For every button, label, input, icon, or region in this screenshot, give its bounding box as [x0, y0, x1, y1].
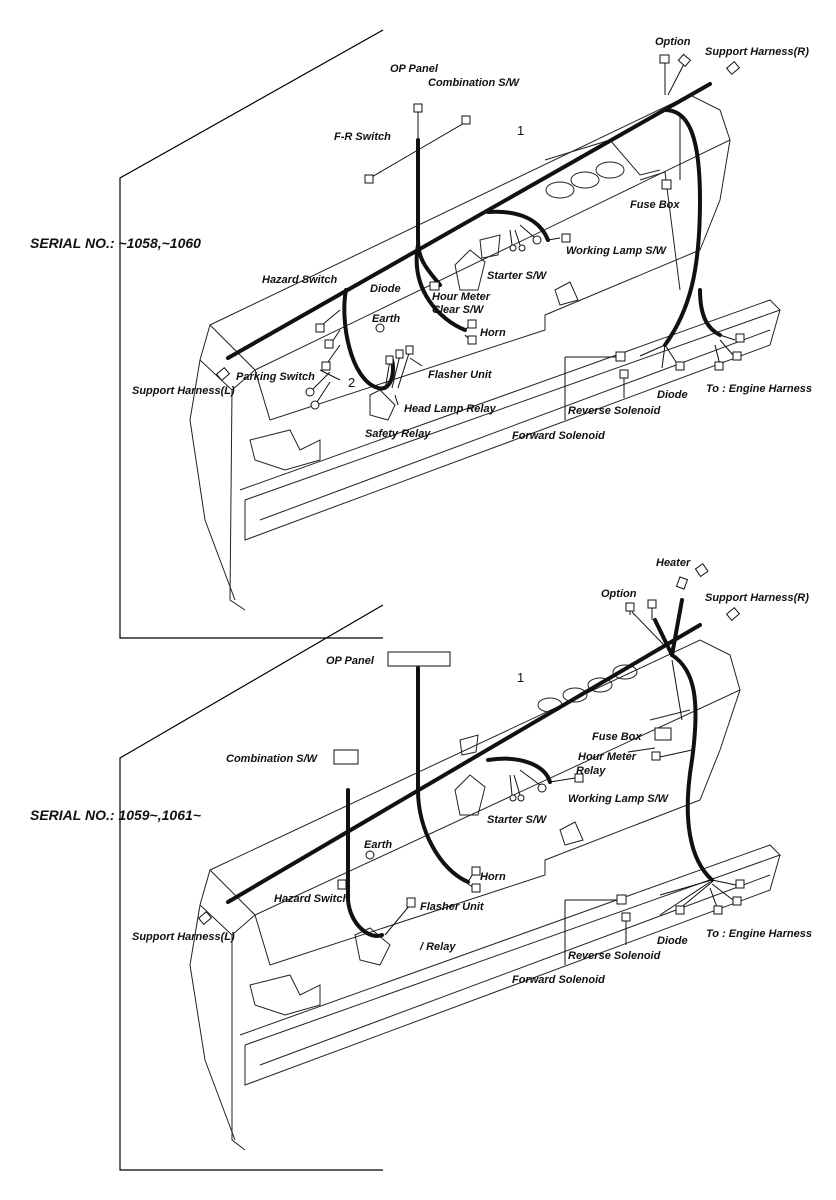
main-harness-bottom [226, 623, 702, 904]
label-relay-bottom: Relay [576, 765, 606, 777]
main-harness-top [226, 82, 712, 360]
label-fuse-box-top: Fuse Box [630, 199, 680, 211]
serial-number-top: SERIAL NO.: ~1058,~1060 [30, 235, 201, 251]
label-hazard-switch-top: Hazard Switch [262, 274, 337, 286]
label-head-lamp-relay-top: Head Lamp Relay [404, 403, 497, 415]
label-fuse-box-bottom: Fuse Box [592, 731, 642, 743]
label-diode-right-top: Diode [657, 389, 688, 401]
label-clear-sw-top: Clear S/W [432, 304, 485, 316]
dashboard-body-bottom [189, 639, 781, 1151]
label-horn-top: Horn [480, 327, 506, 339]
frame-top [119, 29, 384, 639]
label-support-harness-r-top: Support Harness(R) [705, 46, 809, 58]
label-horn-bottom: Horn [480, 871, 506, 883]
label-op-panel-bottom: OP Panel [326, 655, 375, 667]
label-working-lamp-sw-top: Working Lamp S/W [566, 245, 668, 257]
right-branch-top [663, 108, 702, 347]
frame-bottom [119, 604, 384, 1171]
label-flasher-relay-bottom: / Relay [419, 941, 456, 953]
label-earth-top: Earth [372, 313, 400, 325]
label-parking-switch-top: Parking Switch [236, 371, 315, 383]
connectors-bottom [197, 563, 745, 965]
label-flasher-unit-top: Flasher Unit [428, 369, 493, 381]
serial-number-bottom: SERIAL NO.: 1059~,1061~ [30, 807, 201, 823]
label-starter-sw-bottom: Starter S/W [487, 814, 548, 826]
label-hour-meter-top: Hour Meter [432, 291, 491, 303]
label-fr-switch-top: F-R Switch [334, 131, 391, 143]
label-hazard-switch-bottom: Hazard Switch [274, 893, 349, 905]
horn-drop-top [414, 243, 467, 332]
left-drop-top [342, 288, 396, 391]
label-forward-solenoid-top: Forward Solenoid [512, 430, 605, 442]
label-combination-sw-top: Combination S/W [428, 77, 521, 89]
connectors-top [215, 53, 745, 420]
label-earth-bottom: Earth [364, 839, 392, 851]
label-reverse-solenoid-top: Reverse Solenoid [568, 405, 661, 417]
engine-branch-top [698, 288, 722, 337]
label-working-lamp-sw-bottom: Working Lamp S/W [568, 793, 670, 805]
label-support-harness-l-bottom: Support Harness(L) [132, 931, 235, 943]
diagram-top: SERIAL NO.: ~1058,~1060 1 2 Option Suppo… [30, 29, 812, 639]
dashboard-body-top [189, 94, 781, 611]
part-number-bottom: 1 [517, 670, 524, 685]
label-diode-left-top: Diode [370, 283, 401, 295]
label-starter-sw-top: Starter S/W [487, 270, 548, 282]
op-panel-drop-top [416, 138, 442, 287]
label-op-panel-top: OP Panel [390, 63, 439, 75]
label-option-top: Option [655, 36, 691, 48]
label-option-bottom: Option [601, 588, 637, 600]
label-diode-bottom: Diode [657, 935, 688, 947]
label-hour-meter-bottom: Hour Meter [578, 751, 637, 763]
center-branch-bottom [486, 756, 552, 784]
label-heater-bottom: Heater [656, 557, 691, 569]
label-forward-solenoid-bottom: Forward Solenoid [512, 974, 605, 986]
sub-part-number-top: 2 [348, 375, 355, 390]
right-branch-bottom [670, 653, 714, 882]
part-number-top: 1 [517, 123, 524, 138]
label-support-harness-r-bottom: Support Harness(R) [705, 592, 809, 604]
label-combination-sw-bottom: Combination S/W [226, 753, 319, 765]
center-branch-top [486, 209, 550, 242]
label-safety-relay-top: Safety Relay [365, 428, 431, 440]
option-branch-bottom [653, 618, 674, 657]
label-support-harness-l-top: Support Harness(L) [132, 385, 235, 397]
op-panel-drop-bottom [416, 666, 470, 884]
label-to-engine-harness-bottom: To : Engine Harness [706, 928, 812, 940]
heater-branch-bottom [670, 598, 684, 657]
label-to-engine-harness-top: To : Engine Harness [706, 383, 812, 395]
left-drop-bottom [346, 788, 384, 938]
label-reverse-solenoid-bottom: Reverse Solenoid [568, 950, 661, 962]
label-flasher-unit-bottom: Flasher Unit [420, 901, 485, 913]
diagram-bottom: SERIAL NO.: 1059~,1061~ 1 Heater Option … [30, 557, 812, 1171]
